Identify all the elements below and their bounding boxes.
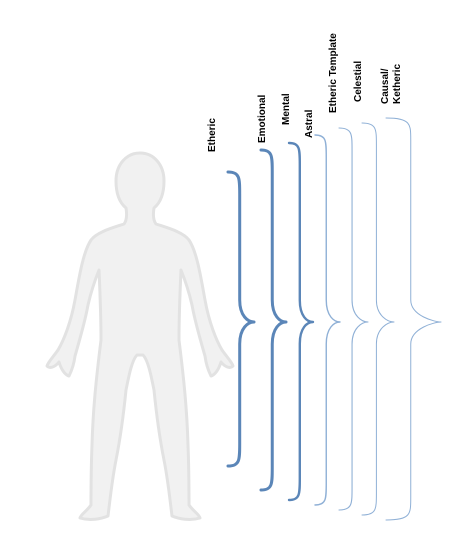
label-emotional: Emotional — [257, 94, 268, 143]
label-mental: Mental — [281, 93, 292, 125]
brace-astral — [314, 134, 341, 506]
label-etheric: Etheric — [207, 118, 218, 152]
brace-etheric — [226, 170, 256, 468]
brace-etheric-template — [338, 127, 369, 511]
brace-mental — [287, 141, 315, 502]
layer-braces — [226, 117, 442, 521]
label-celestial: Celestial — [353, 61, 364, 102]
label-causal-ketheric: Causal/ Ketheric — [380, 64, 403, 104]
brace-causal-ketheric — [385, 117, 442, 521]
layer-labels: Etheric Emotional Mental Astral Etheric … — [207, 33, 403, 152]
label-astral: Astral — [304, 109, 315, 138]
brace-emotional — [259, 148, 288, 492]
brace-celestial — [361, 122, 395, 516]
human-silhouette — [45, 151, 235, 521]
body-outline — [45, 151, 235, 521]
label-etheric-template: Etheric Template — [328, 33, 339, 113]
